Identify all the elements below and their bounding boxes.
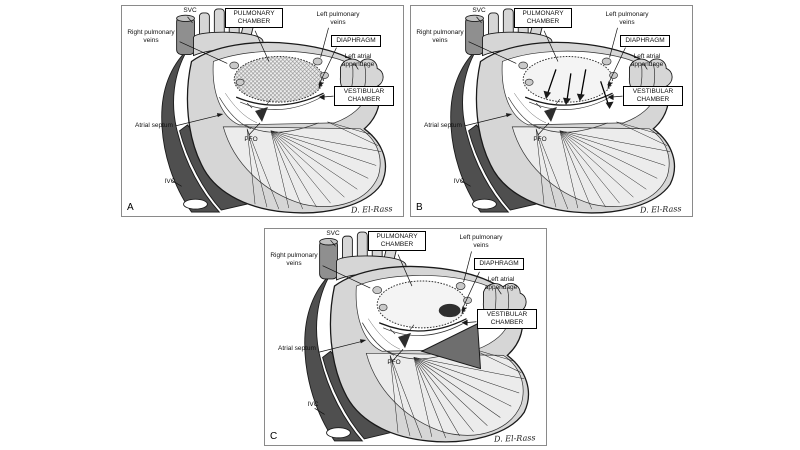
pfo-label: PFO bbox=[533, 136, 547, 143]
pfo-marker bbox=[398, 332, 411, 349]
vestibular-chamber-label: VESTIBULAR CHAMBER bbox=[334, 86, 394, 106]
ivc-label: IVC bbox=[453, 178, 465, 185]
ivc-label: IVC bbox=[164, 178, 176, 185]
heart-illustration bbox=[450, 8, 676, 214]
leader-arrowheads bbox=[216, 81, 325, 118]
pfo-label: PFO bbox=[387, 359, 401, 366]
atrial-septum-fold bbox=[362, 322, 395, 356]
panel-letter: A bbox=[127, 202, 134, 213]
occluder-marker bbox=[420, 303, 482, 370]
artist-signature: D. El-Rass bbox=[640, 204, 683, 215]
artist-signature: D. El-Rass bbox=[494, 433, 537, 444]
diaphragm-membrane-edge bbox=[529, 97, 609, 110]
flow-arrows bbox=[543, 69, 614, 110]
left-atrial-appendage-label: Left atrial appendage bbox=[484, 276, 518, 291]
svc-opening bbox=[176, 14, 195, 22]
chordae-fan bbox=[246, 121, 382, 210]
pulmonary-chamber-label: PULMONARY CHAMBER bbox=[368, 231, 426, 251]
descending-aorta bbox=[304, 273, 364, 442]
atrial-septum-fold bbox=[508, 96, 541, 130]
left-atrial-appendage-label: Left atrial appendage bbox=[630, 53, 664, 68]
diaphragm-membrane-edge bbox=[383, 323, 463, 336]
pulmonary-chamber-label: PULMONARY CHAMBER bbox=[225, 8, 283, 28]
heart-illustration bbox=[161, 8, 387, 214]
ivc-opening bbox=[472, 198, 497, 210]
pfo-marker bbox=[255, 107, 268, 122]
svc-label: SVC bbox=[326, 230, 340, 237]
descending-aorta bbox=[161, 49, 221, 213]
chordae-fan bbox=[389, 347, 525, 438]
mitral-valve-arc bbox=[533, 122, 608, 133]
atrial-septum-fold bbox=[219, 96, 252, 130]
leader-arrowheads bbox=[505, 81, 614, 118]
vestibular-chamber-label: VESTIBULAR CHAMBER bbox=[477, 309, 537, 329]
panel-c: SVC PULMONARY CHAMBER Left pulmonary vei… bbox=[264, 228, 547, 446]
svc-label: SVC bbox=[183, 7, 197, 14]
right-pulmonary-veins-label: Right pulmonary veins bbox=[416, 29, 464, 44]
left-pulmonary-veins-label: Left pulmonary veins bbox=[316, 11, 360, 26]
ventricle-interior bbox=[365, 352, 524, 436]
left-pulmonary-veins-label: Left pulmonary veins bbox=[459, 234, 503, 249]
ivc-opening bbox=[326, 427, 351, 439]
leader-lines bbox=[460, 16, 648, 187]
svc-opening bbox=[465, 14, 484, 22]
atrial-septum-label: Atrial septum bbox=[424, 122, 462, 129]
ivc-opening bbox=[183, 198, 208, 210]
diaphragm-membrane-edge bbox=[240, 97, 320, 110]
leader-arrowheads bbox=[359, 306, 468, 344]
left-atrial-appendage-label: Left atrial appendage bbox=[341, 53, 375, 68]
artist-signature: D. El-Rass bbox=[351, 204, 394, 215]
descending-aorta bbox=[450, 49, 510, 213]
mitral-valve-arc bbox=[244, 122, 319, 133]
vestibular-chamber-label: VESTIBULAR CHAMBER bbox=[623, 86, 683, 106]
chordae-fan bbox=[535, 121, 671, 210]
pfo-label: PFO bbox=[244, 136, 258, 143]
panel-letter: B bbox=[416, 202, 423, 213]
right-pulmonary-veins-label: Right pulmonary veins bbox=[127, 29, 175, 44]
pulmonary-chamber-label: PULMONARY CHAMBER bbox=[514, 8, 572, 28]
panel-letter: C bbox=[270, 431, 278, 442]
svc-opening bbox=[319, 238, 338, 246]
diaphragm-membrane bbox=[378, 318, 467, 332]
svc-label: SVC bbox=[472, 7, 486, 14]
left-pulmonary-veins-label: Left pulmonary veins bbox=[605, 11, 649, 26]
leader-lines bbox=[314, 239, 502, 415]
diaphragm-label: DIAPHRAGM bbox=[620, 35, 670, 47]
right-pulmonary-veins-label: Right pulmonary veins bbox=[270, 252, 318, 267]
diaphragm-membrane bbox=[235, 92, 324, 106]
ivc-label: IVC bbox=[307, 401, 319, 408]
pfo-marker bbox=[544, 107, 557, 122]
pulmonary-vein-openings bbox=[518, 57, 618, 86]
panel-a: SVC PULMONARY CHAMBER Left pulmonary vei… bbox=[121, 5, 404, 217]
panel-b: SVC PULMONARY CHAMBER Left pulmonary vei… bbox=[410, 5, 693, 217]
pulmonary-chamber-region bbox=[233, 56, 325, 103]
diaphragm-membrane bbox=[524, 92, 613, 106]
diaphragm-label: DIAPHRAGM bbox=[331, 35, 381, 47]
atrial-septum-label: Atrial septum bbox=[135, 122, 173, 129]
diaphragm-label: DIAPHRAGM bbox=[474, 258, 524, 270]
atrial-septum-label: Atrial septum bbox=[278, 345, 316, 352]
leader-lines bbox=[171, 16, 359, 187]
